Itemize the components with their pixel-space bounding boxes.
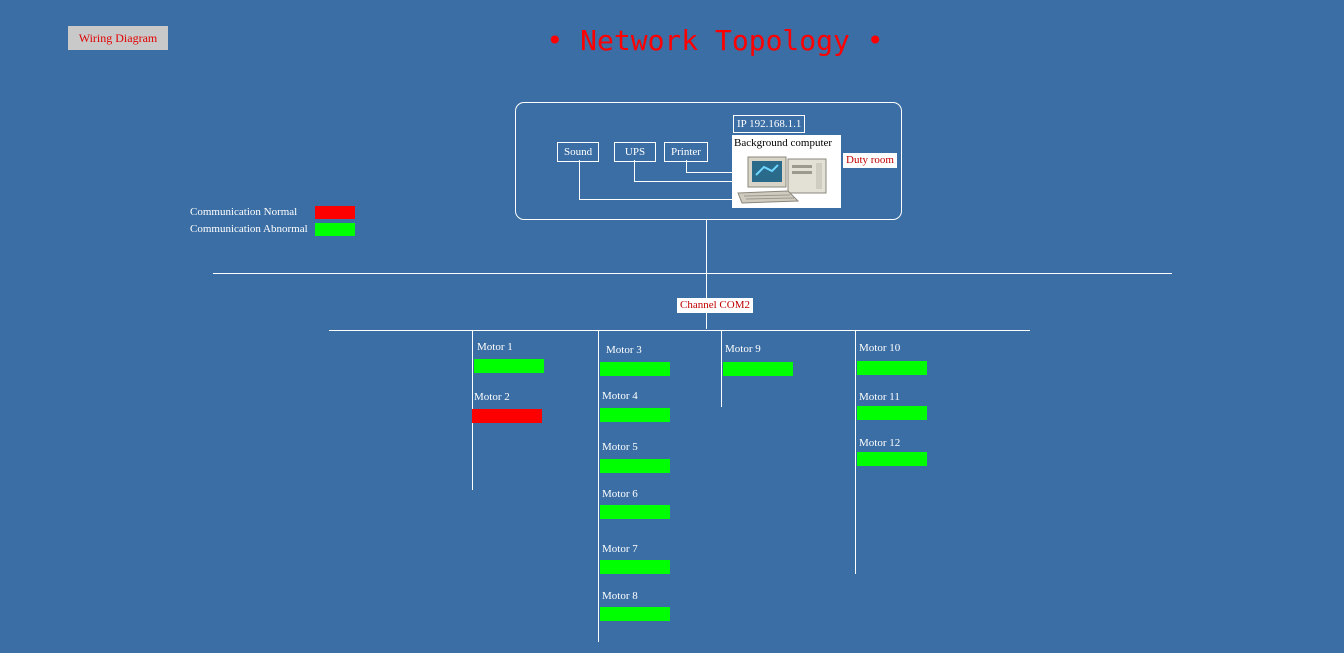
network-bus	[213, 273, 1172, 274]
motor-label: Motor 4	[602, 390, 638, 402]
motor-status-bar[interactable]	[600, 362, 670, 376]
motor-label: Motor 8	[602, 590, 638, 602]
legend-swatch-normal	[315, 206, 355, 219]
motor-status-bar[interactable]	[474, 359, 544, 373]
motor-status-bar[interactable]	[723, 362, 793, 376]
motor-label: Motor 1	[477, 341, 513, 353]
channel-bus	[329, 330, 1030, 331]
trunk-line	[706, 219, 707, 329]
computer-label: Background computer	[734, 137, 833, 149]
motor-status-bar[interactable]	[857, 452, 927, 466]
sound-connector-h	[579, 199, 733, 200]
channel-label: Channel COM2	[677, 298, 753, 313]
motor-label: Motor 3	[606, 344, 642, 356]
ups-connector-h	[634, 181, 733, 182]
motor-status-bar[interactable]	[600, 408, 670, 422]
ups-connector	[634, 160, 635, 181]
background-computer[interactable]: Background computer	[732, 135, 841, 208]
wiring-diagram-button[interactable]: Wiring Diagram	[68, 26, 168, 50]
branch-line-3	[721, 330, 722, 407]
legend-swatch-abnormal	[315, 223, 355, 236]
motor-label: Motor 7	[602, 543, 638, 555]
motor-label: Motor 11	[859, 391, 900, 403]
ip-address: IP 192.168.1.1	[733, 115, 806, 133]
motor-label: Motor 10	[859, 342, 901, 354]
motor-status-bar[interactable]	[600, 505, 670, 519]
motor-label: Motor 6	[602, 488, 638, 500]
motor-status-bar[interactable]	[600, 459, 670, 473]
page-title: • Network Topology •	[546, 24, 884, 57]
system-panel	[515, 102, 902, 220]
device-ups[interactable]: UPS	[614, 142, 656, 162]
sound-connector	[579, 160, 580, 199]
device-sound[interactable]: Sound	[557, 142, 600, 162]
motor-status-bar[interactable]	[600, 560, 670, 574]
legend-label-normal: Communication Normal	[190, 206, 298, 218]
duty-room-label: Duty room	[843, 153, 897, 168]
motor-status-bar[interactable]	[600, 607, 670, 621]
branch-line-2	[598, 330, 599, 642]
printer-connector	[686, 160, 687, 172]
motor-label: Motor 5	[602, 441, 638, 453]
printer-connector-h	[686, 172, 733, 173]
motor-status-bar[interactable]	[472, 409, 542, 423]
device-printer[interactable]: Printer	[664, 142, 708, 162]
computer-icon	[737, 156, 827, 204]
motor-status-bar[interactable]	[857, 406, 927, 420]
legend-label-abnormal: Communication Abnormal	[190, 223, 308, 235]
branch-line-4	[855, 330, 856, 574]
motor-label: Motor 9	[725, 343, 761, 355]
motor-status-bar[interactable]	[857, 361, 927, 375]
motor-label: Motor 2	[474, 391, 510, 403]
motor-label: Motor 12	[859, 437, 901, 449]
